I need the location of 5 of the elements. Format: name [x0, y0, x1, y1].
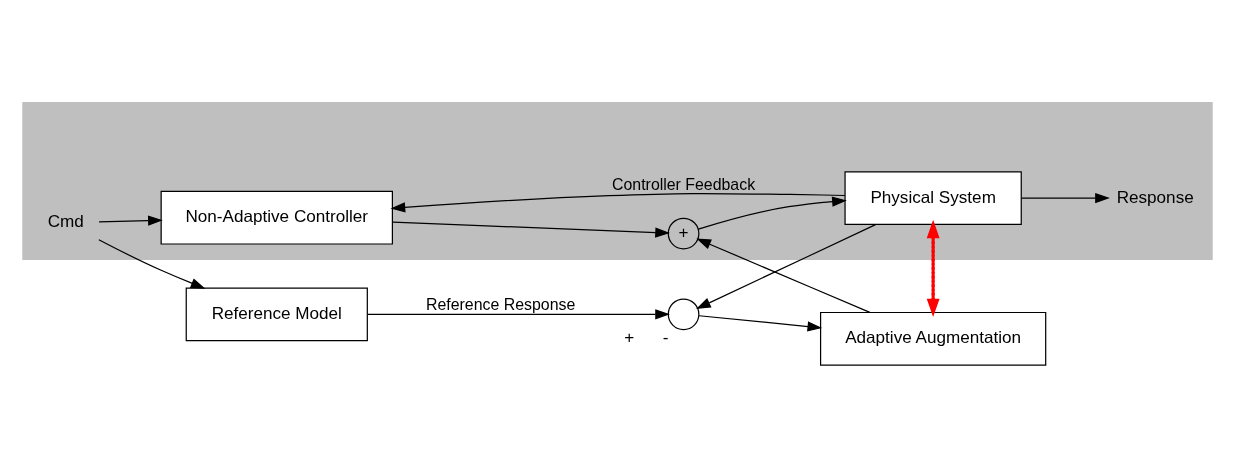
- node-text: Cmd: [47, 212, 84, 232]
- edge-label: Reference Response: [426, 295, 576, 313]
- edge-label: Controller Feedback: [612, 176, 756, 194]
- node-label: + -: [624, 328, 669, 348]
- node-text: Response: [1116, 187, 1194, 207]
